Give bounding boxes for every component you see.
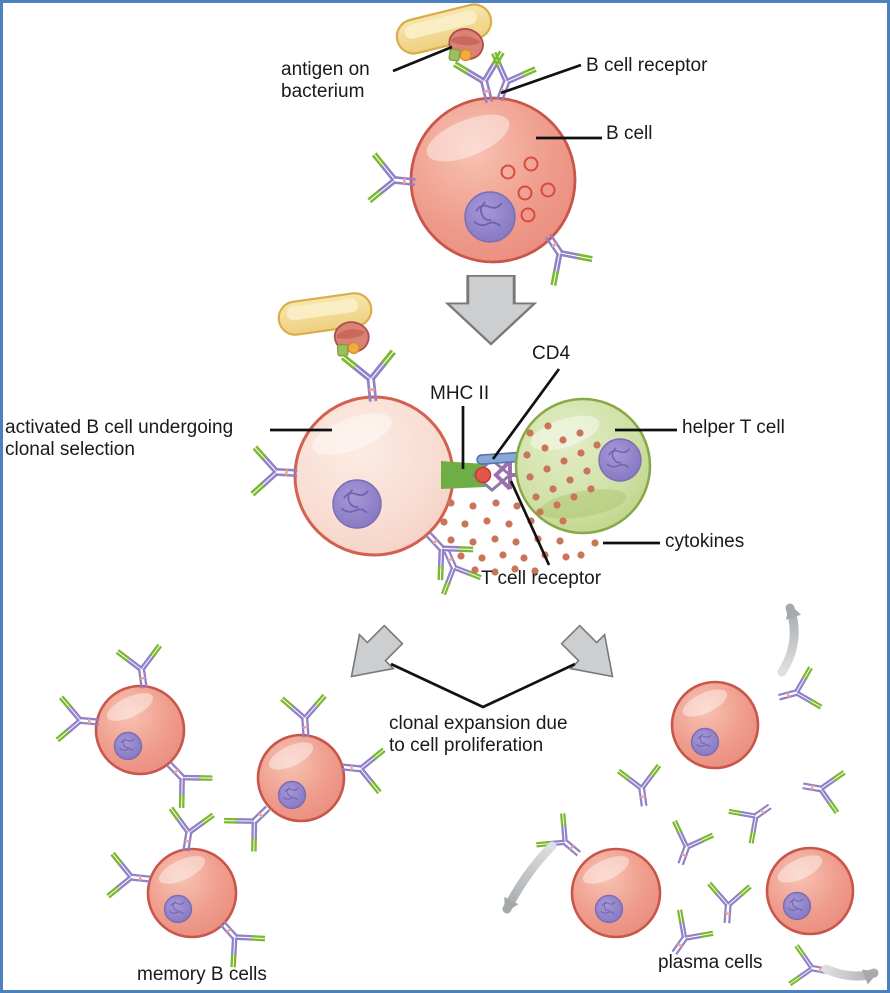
- b-cell-receptor-icon: [367, 152, 418, 207]
- leader-antigen: [392, 45, 453, 73]
- plasma-cell: [765, 846, 855, 936]
- antibody-icon: [660, 819, 715, 872]
- label-antigen-on-bacterium: antigen on bacterium: [281, 59, 370, 102]
- diagram-canvas: [55, 3, 881, 990]
- label-mhc-ii: MHC II: [430, 383, 490, 404]
- memory-b-cell: [146, 847, 238, 939]
- clonal-arrow-right-icon: [552, 616, 631, 695]
- b-cell: [409, 96, 577, 264]
- b-cell-nucleus: [464, 191, 516, 243]
- label-cd4: CD4: [532, 343, 571, 364]
- label-t-cell-receptor: T cell receptor: [481, 568, 602, 589]
- label-plasma-cells: plasma cells: [658, 952, 763, 973]
- activated-b-cell-nucleus: [332, 479, 382, 529]
- antibody-icon: [799, 764, 846, 815]
- cytokine-dots-secreted: [440, 499, 599, 576]
- plasma-cell: [670, 680, 760, 770]
- secretion-arrow-right-icon: [821, 964, 881, 985]
- label-cytokines: cytokines: [665, 531, 745, 552]
- down-arrow-icon: [446, 274, 536, 346]
- b-cell-receptor-icon: [339, 744, 386, 794]
- vesicles: [500, 156, 556, 223]
- antibody-icon: [727, 789, 782, 845]
- plasma-cell: [570, 847, 662, 939]
- antigen-peptide: [474, 466, 492, 484]
- leader-t-cell-receptor: [509, 480, 551, 566]
- label-activated-b-cell: activated B cell undergoing clonal selec…: [5, 417, 234, 460]
- leader-clonal-expansion: [390, 662, 576, 709]
- leader-b-cell-receptor: [500, 63, 582, 95]
- helper-t-cell: [514, 397, 652, 535]
- label-helper-t-cell: helper T cell: [682, 417, 785, 438]
- label-clonal-expansion: clonal expansion due to cell proliferati…: [389, 713, 568, 756]
- b-cell-receptor-icon: [341, 349, 401, 405]
- memory-b-cell: [256, 733, 346, 823]
- label-b-cell-receptor: B cell receptor: [586, 55, 708, 76]
- label-b-cell: B cell: [606, 123, 653, 144]
- label-memory-b-cells: memory B cells: [137, 964, 267, 985]
- antibody-icon: [617, 763, 666, 810]
- secretion-arrow-left-icon: [497, 841, 557, 917]
- antigen: [332, 320, 371, 358]
- leader-cd4: [491, 368, 561, 460]
- b-cell-receptor-icon: [280, 694, 329, 739]
- b-cell-receptor-icon: [106, 852, 153, 902]
- helper-t-cell-nucleus: [598, 438, 642, 482]
- b-cell-receptor-icon: [250, 445, 299, 499]
- antibody-icon: [705, 882, 752, 925]
- activated-b-cell: [293, 395, 455, 557]
- b-cell-receptor-icon: [163, 806, 215, 855]
- b-cell-receptor-icon: [115, 643, 167, 692]
- b-cell-receptor-icon: [55, 695, 102, 745]
- memory-b-cell: [94, 684, 186, 776]
- clonal-arrow-left-icon: [333, 616, 412, 695]
- secretion-arrow-up-icon: [777, 601, 802, 677]
- cytokine-dots-inside: [523, 422, 601, 525]
